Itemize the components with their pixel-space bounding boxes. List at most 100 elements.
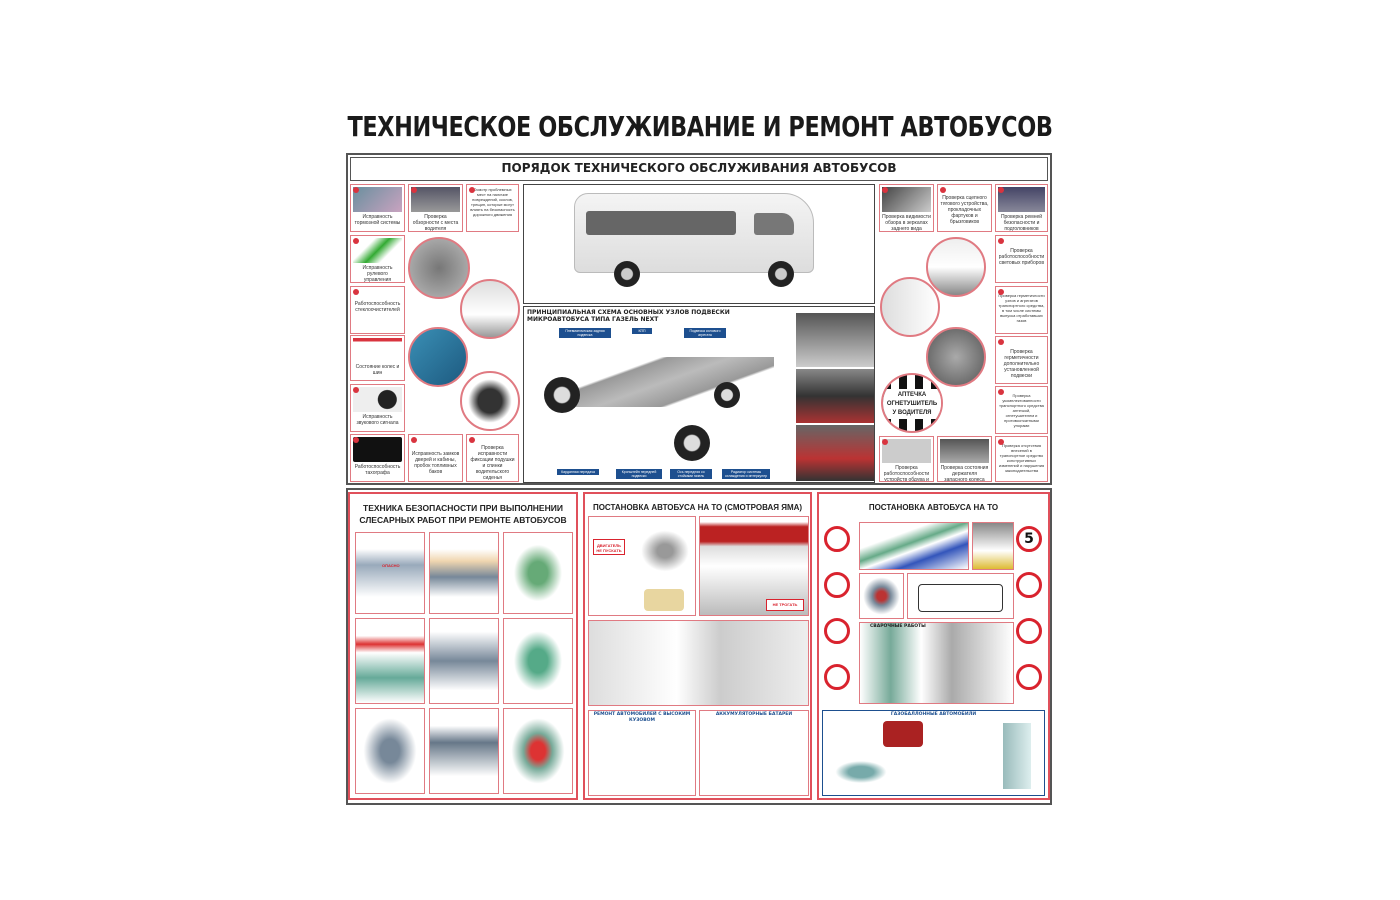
panel-title: ПОСТАНОВКА АВТОБУСА НА ТО [868, 503, 999, 512]
badge-line: АПТЕЧКА [897, 392, 927, 398]
badge-line: ОГНЕТУШИТЕЛЬ [886, 401, 938, 407]
item-photo [882, 187, 931, 213]
illustration: ДВИГАТЕЛЬ НЕ ПУСКАТЬ [588, 516, 696, 616]
panel-title: ТЕХНИКА БЕЗОПАСНОСТИ ПРИ ВЫПОЛНЕНИИ СЛЕСА… [350, 502, 576, 526]
gas-bus-drawing [883, 721, 923, 747]
section-header: ПОРЯДОК ТЕХНИЧЕСКОГО ОБСЛУЖИВАНИЯ АВТОБУ… [350, 157, 1048, 181]
bus-outline [918, 584, 1003, 612]
sub-title: АККУМУЛЯТОРНЫЕ БАТАРЕИ [715, 712, 793, 717]
illustration: РЕМОНТ АВТОМОБИЛЕЙ С ВЫСОКИМ КУЗОВОМ [588, 710, 696, 796]
number-badge [998, 339, 1004, 345]
check-item: Исправность замков дверей и кабины, проб… [408, 434, 463, 482]
item-photo [353, 387, 402, 413]
item-photo [411, 187, 460, 213]
badge-label: АПТЕЧКА ОГНЕТУШИТЕЛЬ У ВОДИТЕЛЯ [883, 389, 941, 419]
illustration [429, 708, 499, 794]
schema-tag: КПП [632, 328, 652, 334]
check-item: Проверка работоспособности устройств обд… [879, 436, 934, 482]
bus-photo [523, 184, 875, 304]
bus-drawing [644, 589, 684, 611]
check-item: Состояние колес и шин [350, 335, 405, 381]
check-item: Проверка герметичности дополнительно уст… [995, 336, 1048, 384]
number-badge [353, 387, 359, 393]
prohibition-sign-icon [824, 618, 850, 644]
check-item: Работоспособность тахографа [350, 434, 405, 482]
gas-equipment-drawing [831, 759, 891, 785]
number-badge [469, 437, 475, 443]
number-badge [998, 187, 1004, 193]
number-badge [998, 439, 1004, 445]
prohibition-sign-icon [1016, 664, 1042, 690]
check-item: Проверка отсутствия внесений в транспорт… [995, 436, 1048, 482]
driver-seat-photo [460, 371, 520, 431]
suspension-photo [796, 425, 874, 481]
illustration [355, 708, 425, 794]
panel-title: ПОСТАНОВКА АВТОБУСА НА ТО (СМОТРОВАЯ ЯМА… [592, 503, 803, 512]
illustration [503, 532, 573, 614]
check-item: Проверка работоспособности световых приб… [995, 235, 1048, 283]
illustration [355, 618, 425, 704]
schema-tag: Радиатор системы охлаждения и интеркулер [722, 469, 770, 479]
illustration: НЕ ТРОГАТЬ [699, 516, 809, 616]
illustration: ОПАСНО [355, 532, 425, 614]
suspension-schema: ПРИНЦИПИАЛЬНАЯ СХЕМА ОСНОВНЫХ УЗЛОВ ПОДВ… [523, 306, 875, 483]
dashboard-photo [408, 237, 470, 299]
bus-front-photo [460, 279, 520, 339]
check-item: Проверка исправности фиксации подушки и … [466, 434, 519, 482]
prohibition-sign-icon [824, 572, 850, 598]
item-label: Состояние колес и шин [355, 364, 400, 376]
panel-title-line: ТЕХНИКА БЕЗОПАСНОСТИ ПРИ ВЫПОЛНЕНИИ [363, 503, 563, 513]
number-badge [411, 187, 417, 193]
panel-title-line: СЛЕСАРНЫХ РАБОТ ПРИ РЕМОНТЕ АВТОБУСОВ [359, 515, 567, 525]
number-badge [469, 187, 475, 193]
schema-title: ПРИНЦИПИАЛЬНАЯ СХЕМА ОСНОВНЫХ УЗЛОВ ПОДВ… [527, 309, 730, 323]
item-label: Работоспособность стеклоочистителей [354, 301, 401, 313]
chassis-wheel [674, 425, 710, 461]
item-label: Проверка работоспособности световых приб… [998, 248, 1045, 266]
illustration: СВАРОЧНЫЕ РАБОТЫ [859, 622, 1014, 704]
bus-outline-illustration [907, 573, 1014, 619]
item-label: Проверка состояния держателя запасного к… [940, 465, 989, 482]
check-item: Исправность звукового сигнала [350, 384, 405, 432]
prohibition-sign-icon [824, 664, 850, 690]
item-label: Проверка исправности фиксации подушки и … [470, 445, 515, 481]
item-photo [998, 187, 1045, 213]
bus-wheel [614, 261, 640, 287]
warning-label: ОПАСНО [382, 563, 400, 568]
item-photo [940, 439, 989, 463]
number-badge [353, 437, 359, 443]
check-item: Проверка состояния держателя запасного к… [937, 436, 992, 482]
illustration [859, 522, 969, 570]
item-label: Проверка укомплектованности транспортног… [999, 393, 1044, 428]
item-label: Осмотр проблемных мест на наличие повреж… [470, 187, 515, 217]
item-label: Проверка герметичности дополнительно уст… [1003, 349, 1040, 379]
check-item: Проверка видимости обзора в зеркалах зад… [879, 184, 934, 232]
item-label: Проверка обзорности с места водителя [412, 214, 459, 232]
check-item: Проверка укомплектованности транспортног… [995, 386, 1048, 434]
item-label: Проверка отсутствия внесений в транспорт… [998, 443, 1045, 473]
illustration: ГАЗОБАЛЛОННЫЕ АВТОМОБИЛИ [822, 710, 1045, 796]
inspection-pit-panel: ПОСТАНОВКА АВТОБУСА НА ТО (СМОТРОВАЯ ЯМА… [583, 492, 812, 800]
number-badge [882, 187, 888, 193]
item-label: Проверка сцепного тягового устройства, п… [940, 195, 989, 225]
bus-rear-photo [880, 277, 940, 337]
prohibition-sign-icon [824, 526, 850, 552]
exit-sign-icon [1016, 572, 1042, 598]
number-badge [998, 238, 1004, 244]
chassis-image [554, 357, 774, 407]
item-label: Исправность звукового сигнала [356, 414, 399, 427]
sub-title: СВАРОЧНЫЕ РАБОТЫ [870, 624, 926, 629]
illustration [503, 618, 573, 704]
item-label: Исправность замков дверей и кабины, проб… [411, 451, 460, 475]
illustration [503, 708, 573, 794]
chassis-wheel [714, 382, 740, 408]
sub-title: ГАЗОБАЛЛОННЫЕ АВТОМОБИЛИ [890, 712, 977, 717]
suspension-photo [796, 313, 874, 367]
illustration [588, 620, 809, 706]
item-label: Проверка работоспособности устройств обд… [883, 465, 930, 482]
number-badge [353, 187, 359, 193]
number-badge [998, 289, 1004, 295]
item-photo [353, 437, 402, 463]
bus-door-photo [408, 327, 468, 387]
badge-line: У ВОДИТЕЛЯ [892, 410, 932, 416]
